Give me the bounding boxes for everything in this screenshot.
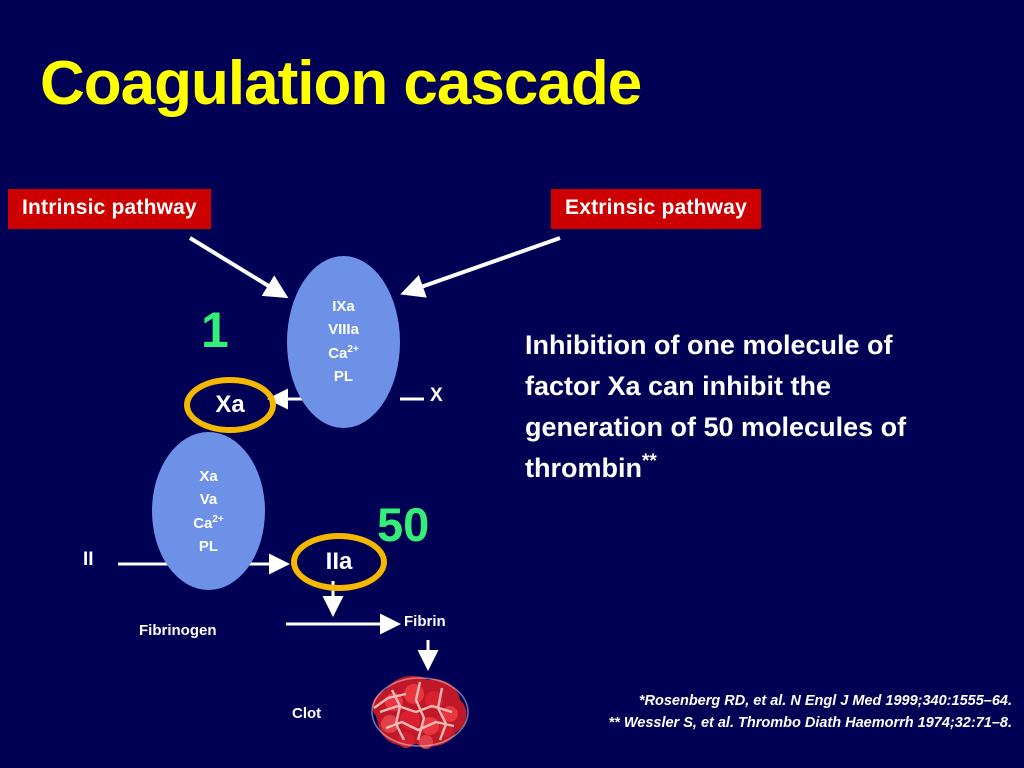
calcium-symbol: Ca (193, 514, 213, 532)
prothrombinase-complex-ellipse: Xa Va Ca2+ PL (152, 432, 265, 590)
calcium-charge: 2+ (347, 343, 359, 355)
tenase-complex-ellipse: IXa VIIIa Ca2+ PL (287, 256, 400, 428)
factor-pl: PL (333, 367, 354, 385)
factor-va: Va (199, 490, 218, 508)
calcium-charge: 2+ (212, 513, 224, 525)
fibrinogen-label: Fibrinogen (139, 622, 217, 639)
amplification-count-one: 1 (201, 302, 229, 358)
explanation-body: Inhibition of one molecule of factor Xa … (525, 330, 907, 484)
clot-label: Clot (292, 705, 322, 722)
citations-block: *Rosenberg RD, et al. N Engl J Med 1999;… (512, 690, 1012, 735)
page-title: Coagulation cascade (40, 49, 642, 118)
factor-calcium: Ca2+ (193, 513, 224, 532)
intrinsic-pathway-label: Intrinsic pathway (8, 189, 211, 229)
factor-ii-label: II (83, 549, 94, 570)
citation-line-1: *Rosenberg RD, et al. N Engl J Med 1999;… (638, 693, 1012, 709)
amplification-count-fifty: 50 (377, 498, 430, 551)
factor-xa-node: Xa (184, 377, 276, 433)
factor-xa: Xa (199, 467, 218, 485)
factor-calcium: Ca2+ (328, 343, 359, 362)
factor-ixa: IXa (332, 297, 355, 315)
factor-viiia: VIIIa (328, 320, 359, 338)
calcium-symbol: Ca (328, 344, 348, 362)
explanation-footnote-marker: ** (641, 451, 657, 473)
factor-pl: PL (198, 537, 219, 555)
fibrin-label: Fibrin (404, 613, 446, 630)
thrombin-iia-node: IIa (291, 533, 387, 591)
arrow-extrinsic-to-tenase (400, 236, 561, 298)
blood-clot-icon (371, 675, 469, 749)
citation-line-2: ** Wessler S, et al. Thrombo Diath Haemo… (608, 715, 1012, 732)
factor-x-label: X (430, 385, 443, 406)
arrow-intrinsic-to-tenase (188, 236, 289, 299)
extrinsic-pathway-label: Extrinsic pathway (551, 189, 761, 229)
explanation-text: Inhibition of one molecule of factor Xa … (525, 325, 970, 489)
